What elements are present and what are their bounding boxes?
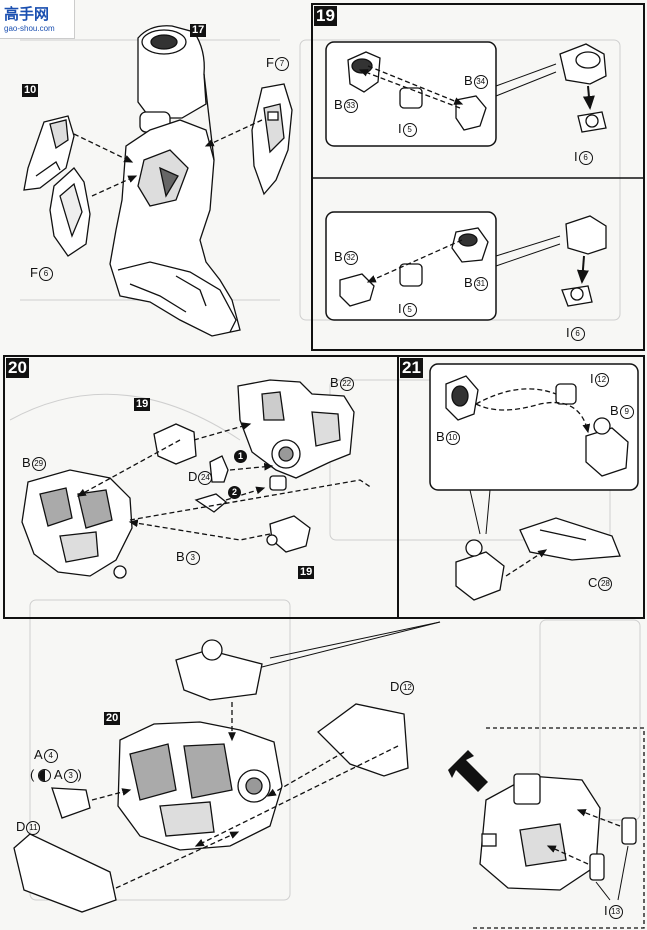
step-number-20: 20 [6, 358, 29, 378]
panel-step-19 [311, 3, 645, 351]
part-d24 [209, 455, 229, 483]
bottom-torso-assembly [117, 639, 283, 851]
part-10-armor [23, 115, 75, 191]
watermark-logo: 高手网 gao-shou.com [0, 0, 75, 39]
order-bullet-1: 1 [234, 450, 247, 463]
zoom-pointer-arrow [448, 750, 488, 792]
step20-torso [21, 469, 133, 579]
part-a4 [51, 787, 91, 819]
leg-assembly [109, 25, 241, 337]
subassembly-badge-20: 20 [104, 712, 121, 725]
order-bullet-2: 2 [228, 486, 241, 499]
zoom-detail [479, 773, 637, 891]
part-f7-armor [251, 83, 293, 196]
zoom-inset-frame [470, 727, 645, 929]
subassembly-badge-17: 17 [190, 24, 207, 37]
part-19-joint-lower [269, 515, 311, 553]
step-number-19: 19 [314, 6, 337, 26]
part-b3 [194, 493, 228, 513]
watermark-name: 高手网 [4, 6, 50, 23]
step21-parts [445, 375, 629, 601]
part-19-head-joint [153, 423, 197, 465]
part-f6-armor [49, 167, 91, 257]
part-d12 [317, 703, 409, 777]
step-number-21: 21 [400, 358, 423, 378]
step20-chest-frame [237, 379, 355, 491]
subassembly-badge-19-upper: 19 [134, 398, 151, 411]
subassembly-badge-19-lower: 19 [298, 566, 315, 579]
alternate-part-icon [37, 769, 51, 783]
panel-step-21 [397, 355, 645, 619]
subassembly-badge-10: 10 [22, 84, 39, 97]
watermark-url: gao-shou.com [4, 24, 55, 33]
step19-bottom-parts [339, 215, 607, 307]
part-d11 [13, 833, 117, 913]
